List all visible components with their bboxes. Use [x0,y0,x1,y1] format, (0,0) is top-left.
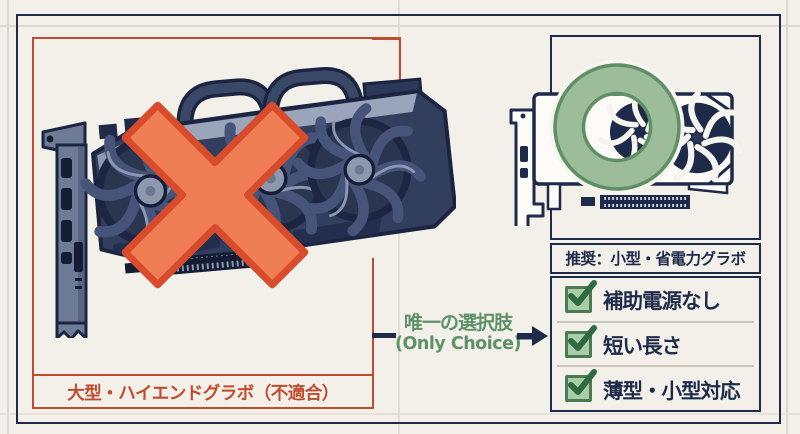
checklist-divider [557,365,754,368]
checklist-item: 補助電源なし [552,278,759,321]
grid-line-horizontal [0,413,800,415]
small-gpu-illustration [509,59,753,226]
grid-line-vertical [786,0,788,434]
left-caption-strip: 大型・ハイエンドグラボ（不適合） [32,374,374,409]
left-panel-border-segment [372,37,401,40]
checkbox-checked-icon [565,369,597,403]
connector-line [372,333,396,338]
left-gpu-panel [32,37,374,409]
fan [293,104,425,236]
checkbox-checked-icon [565,279,597,313]
gpu-bracket [41,121,88,338]
feature-checklist: 補助電源なし 短い長さ 薄型・小型対応 [550,276,761,412]
grid-line-horizontal [0,25,800,27]
checklist-item-label: 薄型・小型対応 [603,378,740,403]
checklist-item: 短い長さ [552,323,759,366]
checklist-item: 薄型・小型対応 [552,367,759,410]
recommendation-header-label: 推奨：小型・省電力グラボ [565,250,746,268]
choice-label-jp: 唯一の選択肢 [403,312,513,334]
arrow-right-icon [517,326,548,346]
o-mark-icon [549,59,685,195]
outer-frame-border [16,14,781,424]
grid-line-vertical [7,0,9,434]
left-panel-border-segment [398,37,401,85]
checkbox-checked-icon [565,324,597,358]
x-mark-icon [121,101,309,289]
checklist-item-label: 短い長さ [603,334,682,358]
large-gpu-illustration [41,67,456,338]
choice-text-block: 唯一の選択肢 (Only Choice) [394,313,522,355]
checklist-item-label: 補助電源なし [603,289,721,314]
choice-label-en: (Only Choice) [395,334,521,354]
left-caption-label: 大型・ハイエンドグラボ（不適合） [67,384,339,404]
recommendation-header: 推奨：小型・省電力グラボ [550,242,761,274]
checklist-divider [557,320,754,323]
